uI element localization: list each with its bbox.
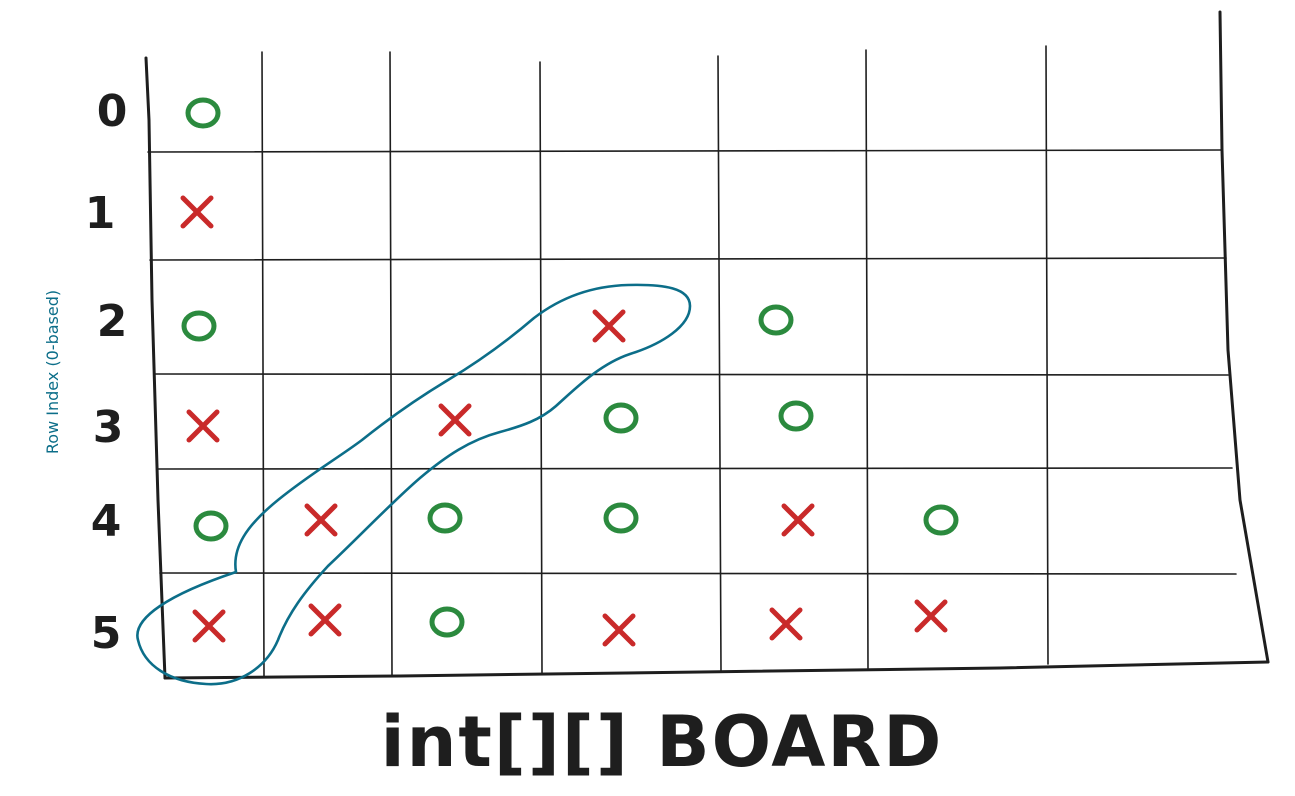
x-piece-r2-c3 bbox=[592, 309, 626, 343]
x-piece-r3-c0 bbox=[186, 409, 220, 443]
x-piece-r4-c1 bbox=[304, 503, 338, 537]
row-labels: 0 1 2 3 4 5 bbox=[85, 86, 128, 659]
x-piece-r4-c4 bbox=[781, 503, 815, 537]
row-label-1: 1 bbox=[85, 188, 116, 239]
col-separator-6 bbox=[1045, 45, 1049, 665]
x-stroke bbox=[186, 409, 220, 443]
col-separator-3 bbox=[539, 61, 543, 674]
row-separator-2 bbox=[149, 257, 1227, 261]
x-stroke bbox=[304, 503, 338, 537]
x-stroke bbox=[592, 309, 626, 343]
o-piece-r4-c2 bbox=[427, 502, 463, 534]
o-piece-r4-c3 bbox=[603, 502, 639, 534]
o-piece-r0-c0 bbox=[185, 97, 221, 129]
col-separator-1 bbox=[261, 51, 265, 677]
x-piece-r5-c1 bbox=[308, 603, 342, 637]
row-label-0: 0 bbox=[97, 86, 128, 137]
row-label-5: 5 bbox=[91, 608, 122, 659]
x-piece-r5-c4 bbox=[769, 607, 803, 641]
x-piece-r5-c3 bbox=[602, 613, 636, 647]
o-piece-r2-c0 bbox=[181, 310, 217, 342]
x-piece-r3-c2 bbox=[438, 403, 472, 437]
board-grid bbox=[144, 10, 1270, 680]
o-piece-r4-c0 bbox=[193, 510, 229, 542]
col-separator-5 bbox=[865, 49, 869, 669]
col-separator-4 bbox=[717, 55, 722, 672]
o-piece-r4-c5 bbox=[923, 504, 959, 536]
x-piece-r5-c5 bbox=[914, 599, 948, 633]
x-stroke bbox=[602, 613, 636, 647]
row-axis-label: Row Index (0-based) bbox=[43, 290, 62, 454]
board-bottom-edge bbox=[163, 660, 1270, 680]
o-piece-r3-c3 bbox=[603, 402, 639, 434]
row-label-2: 2 bbox=[97, 296, 128, 347]
o-piece-r5-c2 bbox=[429, 606, 465, 638]
row-label-4: 4 bbox=[91, 496, 122, 547]
x-stroke bbox=[769, 607, 803, 641]
row-separator-5 bbox=[159, 572, 1237, 575]
board-title: int[][] BOARD bbox=[381, 701, 944, 783]
o-piece-r3-c4 bbox=[778, 400, 814, 432]
row-label-3: 3 bbox=[93, 402, 124, 453]
x-stroke bbox=[180, 195, 214, 229]
col-separator-2 bbox=[389, 51, 393, 676]
diagonal-highlight-outline bbox=[136, 283, 692, 686]
row-separator-3 bbox=[153, 373, 1229, 376]
x-stroke bbox=[308, 603, 342, 637]
o-piece-r2-c4 bbox=[758, 304, 794, 336]
board-right-edge bbox=[1218, 10, 1270, 664]
x-piece-r5-c0 bbox=[192, 609, 226, 643]
row-separator-1 bbox=[147, 149, 1223, 153]
x-stroke bbox=[781, 503, 815, 537]
row-separator-4 bbox=[156, 467, 1233, 470]
x-piece-r1-c0 bbox=[180, 195, 214, 229]
x-stroke bbox=[914, 599, 948, 633]
x-stroke bbox=[438, 403, 472, 437]
board-pieces bbox=[180, 97, 959, 647]
x-stroke bbox=[192, 609, 226, 643]
board-left-edge bbox=[144, 56, 167, 680]
